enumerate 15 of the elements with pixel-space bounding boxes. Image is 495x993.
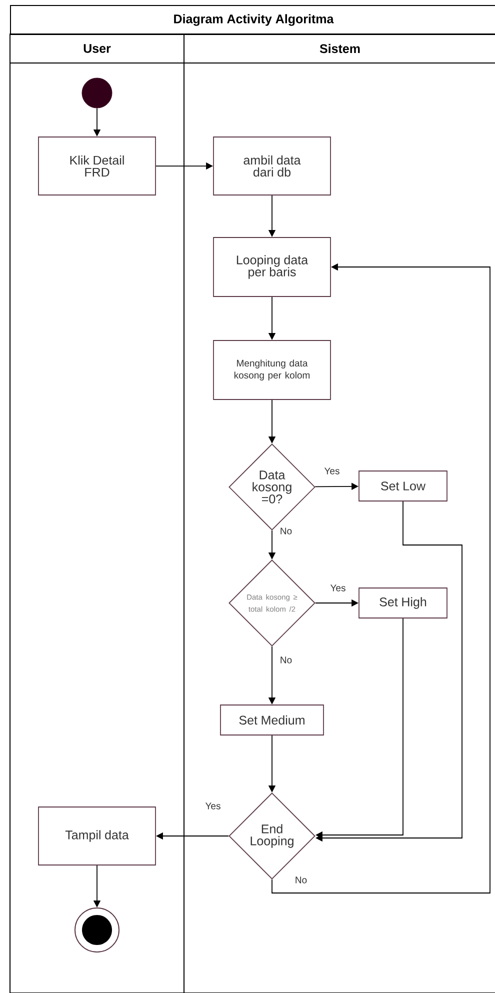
action-box: Klik Detail FRD — [38, 136, 156, 196]
action-box: Looping data per baris — [213, 237, 331, 297]
pool-title-bar: Diagram Activity Algoritma — [10, 5, 495, 36]
action-box: Tampil data — [38, 806, 156, 866]
end-node — [74, 908, 120, 952]
action-box: Menghitung data kosong per kolom — [213, 340, 331, 400]
edge-label: Yes — [329, 584, 347, 592]
action-box: Set High — [358, 588, 448, 618]
action-box: Set Low — [358, 470, 448, 502]
action-box: Set Medium — [220, 704, 324, 736]
start-node — [82, 78, 112, 108]
edge-label: Yes — [204, 802, 222, 810]
edge-label: No — [278, 656, 294, 664]
edge-label: Yes — [323, 466, 341, 476]
action-box: ambil data dari db — [213, 136, 331, 196]
